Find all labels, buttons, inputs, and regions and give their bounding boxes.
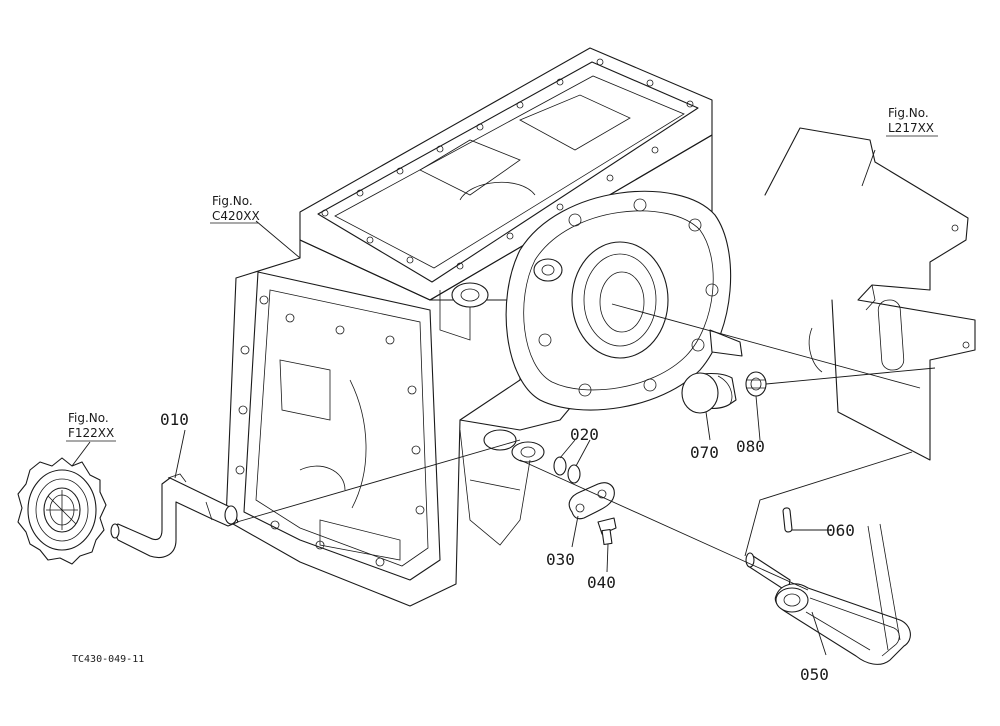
shift-lever — [745, 523, 911, 665]
figure-ref-c420xx: Fig.No. C420XX — [210, 194, 260, 224]
bolt — [597, 517, 617, 546]
spring-pin — [782, 507, 793, 533]
drawing-code: TC430-049-11 — [72, 654, 144, 665]
front-flange — [505, 190, 743, 411]
shift-lever-shaft — [110, 473, 239, 558]
fig-label: Fig.No. — [212, 194, 253, 208]
figure-ref-f122xx: Fig.No. F122XX — [66, 411, 116, 442]
part-number-020: 020 — [570, 425, 599, 444]
part-number-080: 080 — [736, 437, 765, 456]
cover-plate — [764, 127, 976, 461]
fig-code: L217XX — [888, 121, 934, 135]
part-number-070: 070 — [690, 443, 719, 462]
lock-nut — [745, 371, 767, 397]
gear — [17, 457, 107, 565]
fig-label: Fig.No. — [888, 106, 929, 120]
part-number-060: 060 — [826, 521, 855, 540]
part-number-010: 010 — [160, 410, 189, 429]
fig-code: F122XX — [68, 426, 114, 440]
fig-label: Fig.No. — [68, 411, 109, 425]
figure-ref-l217xx: Fig.No. L217XX — [886, 106, 938, 137]
part-number-050: 050 — [800, 665, 829, 684]
part-number-040: 040 — [587, 573, 616, 592]
o-rings — [553, 456, 581, 484]
fig-code: C420XX — [212, 209, 260, 223]
retaining-plate — [568, 482, 615, 520]
lever-knob — [681, 372, 737, 414]
transmission-case — [225, 47, 713, 607]
part-number-030: 030 — [546, 550, 575, 569]
leader-lines — [71, 149, 936, 656]
